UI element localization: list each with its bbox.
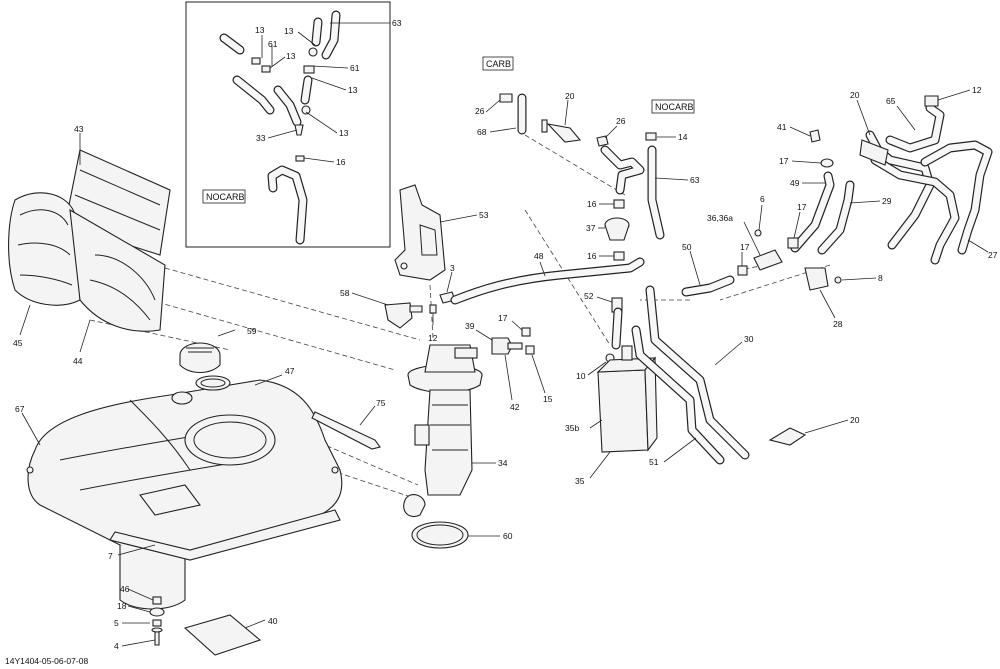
callout-39: 39	[465, 321, 475, 331]
callout-10: 10	[576, 371, 586, 381]
callout-5: 5	[114, 618, 119, 628]
right-hose-group: 50 17 36,36a 6 17 29 49 17 41 28 8	[681, 122, 892, 329]
callout-13: 13	[339, 128, 349, 138]
callout-4: 4	[114, 641, 119, 651]
hose-48: 48	[450, 251, 645, 305]
callout-37: 37	[586, 223, 596, 233]
callout-47: 47	[285, 366, 295, 376]
inset-nocarb-tag: NOCARB	[206, 192, 245, 202]
callout-60: 60	[503, 531, 513, 541]
callout-20: 20	[850, 415, 860, 425]
nocarb-detail-inset: 63 13 13 61 13 61 13 13 33 16 NOCARB	[185, 1, 402, 248]
callout-44: 44	[73, 356, 83, 366]
fuel-cap-assembly: 59 47	[179, 326, 295, 391]
callout-13: 13	[284, 26, 294, 36]
callout-65: 65	[886, 96, 896, 106]
callout-29: 29	[882, 196, 892, 206]
callout-59: 59	[247, 326, 257, 336]
callout-13: 13	[348, 85, 358, 95]
fuel-tank: 67	[15, 379, 343, 610]
inset-frame	[185, 1, 391, 248]
check-valve-group: 16 37 16	[586, 199, 630, 261]
clip-20: 20	[768, 415, 860, 446]
callout-17: 17	[740, 242, 750, 252]
callout-15: 15	[543, 394, 553, 404]
callout-14: 14	[678, 132, 688, 142]
callout-63: 63	[690, 175, 700, 185]
callout-75: 75	[376, 398, 386, 408]
callout-61: 61	[268, 39, 278, 49]
callout-50: 50	[682, 242, 692, 252]
callout-7: 7	[108, 551, 113, 561]
heat-shields: 43 45 44	[8, 124, 171, 366]
callout-13: 13	[286, 51, 296, 61]
evap-canister: 35b 35	[565, 345, 658, 486]
callout-26: 26	[475, 106, 485, 116]
callout-20: 20	[850, 90, 860, 100]
callout-36-36a: 36,36a	[707, 213, 733, 223]
callout-12: 12	[972, 85, 982, 95]
callout-40: 40	[268, 616, 278, 626]
callout-28: 28	[833, 319, 843, 329]
callout-43: 43	[74, 124, 84, 134]
callout-20: 20	[565, 91, 575, 101]
callout-46: 46	[120, 584, 130, 594]
callout-8: 8	[878, 273, 883, 283]
callout-61: 61	[350, 63, 360, 73]
callout-34: 34	[498, 458, 508, 468]
callout-41: 41	[777, 122, 787, 132]
callout-12: 12	[428, 333, 438, 343]
callout-52: 52	[584, 291, 594, 301]
callout-16: 16	[587, 199, 597, 209]
fuel-pump-module: 34 60	[403, 344, 513, 549]
callout-17: 17	[498, 313, 508, 323]
callout-63: 63	[392, 18, 402, 28]
callout-26: 26	[616, 116, 626, 126]
callout-42: 42	[510, 402, 520, 412]
callout-48: 48	[534, 251, 544, 261]
callout-6: 6	[760, 194, 765, 204]
callout-17: 17	[797, 202, 807, 212]
callout-3: 3	[450, 263, 455, 273]
diagram-reference-code: 14Y1404-05-06-07-08	[5, 656, 88, 666]
callout-51: 51	[649, 457, 659, 467]
callout-18: 18	[117, 601, 127, 611]
bracket-and-valve: 53 3 58 12	[340, 184, 489, 343]
callout-49: 49	[790, 178, 800, 188]
callout-58: 58	[340, 288, 350, 298]
callout-35b: 35b	[565, 423, 579, 433]
callout-35: 35	[575, 476, 585, 486]
callout-27: 27	[988, 250, 998, 260]
pump-fittings: 39 17 42 15 52 10	[465, 291, 623, 412]
upper-right-hoses: 20 65 12 27	[850, 85, 998, 265]
callout-16: 16	[336, 157, 346, 167]
callout-45: 45	[13, 338, 23, 348]
callout-68: 68	[477, 127, 487, 137]
mounting-hardware: 7 46 18 5 4 40	[108, 544, 278, 656]
strap: 75	[311, 398, 386, 450]
callout-30: 30	[744, 334, 754, 344]
callout-17: 17	[779, 156, 789, 166]
carb-group: CARB 26 68 20 26 NOCARB 14 63	[475, 56, 700, 240]
vent-hoses: 30 51	[631, 285, 754, 467]
callout-67: 67	[15, 404, 25, 414]
callout-13: 13	[255, 25, 265, 35]
callout-16: 16	[587, 251, 597, 261]
callout-53: 53	[479, 210, 489, 220]
nocarb-tag: NOCARB	[655, 102, 694, 112]
carb-tag: CARB	[486, 59, 511, 69]
callout-33: 33	[256, 133, 266, 143]
